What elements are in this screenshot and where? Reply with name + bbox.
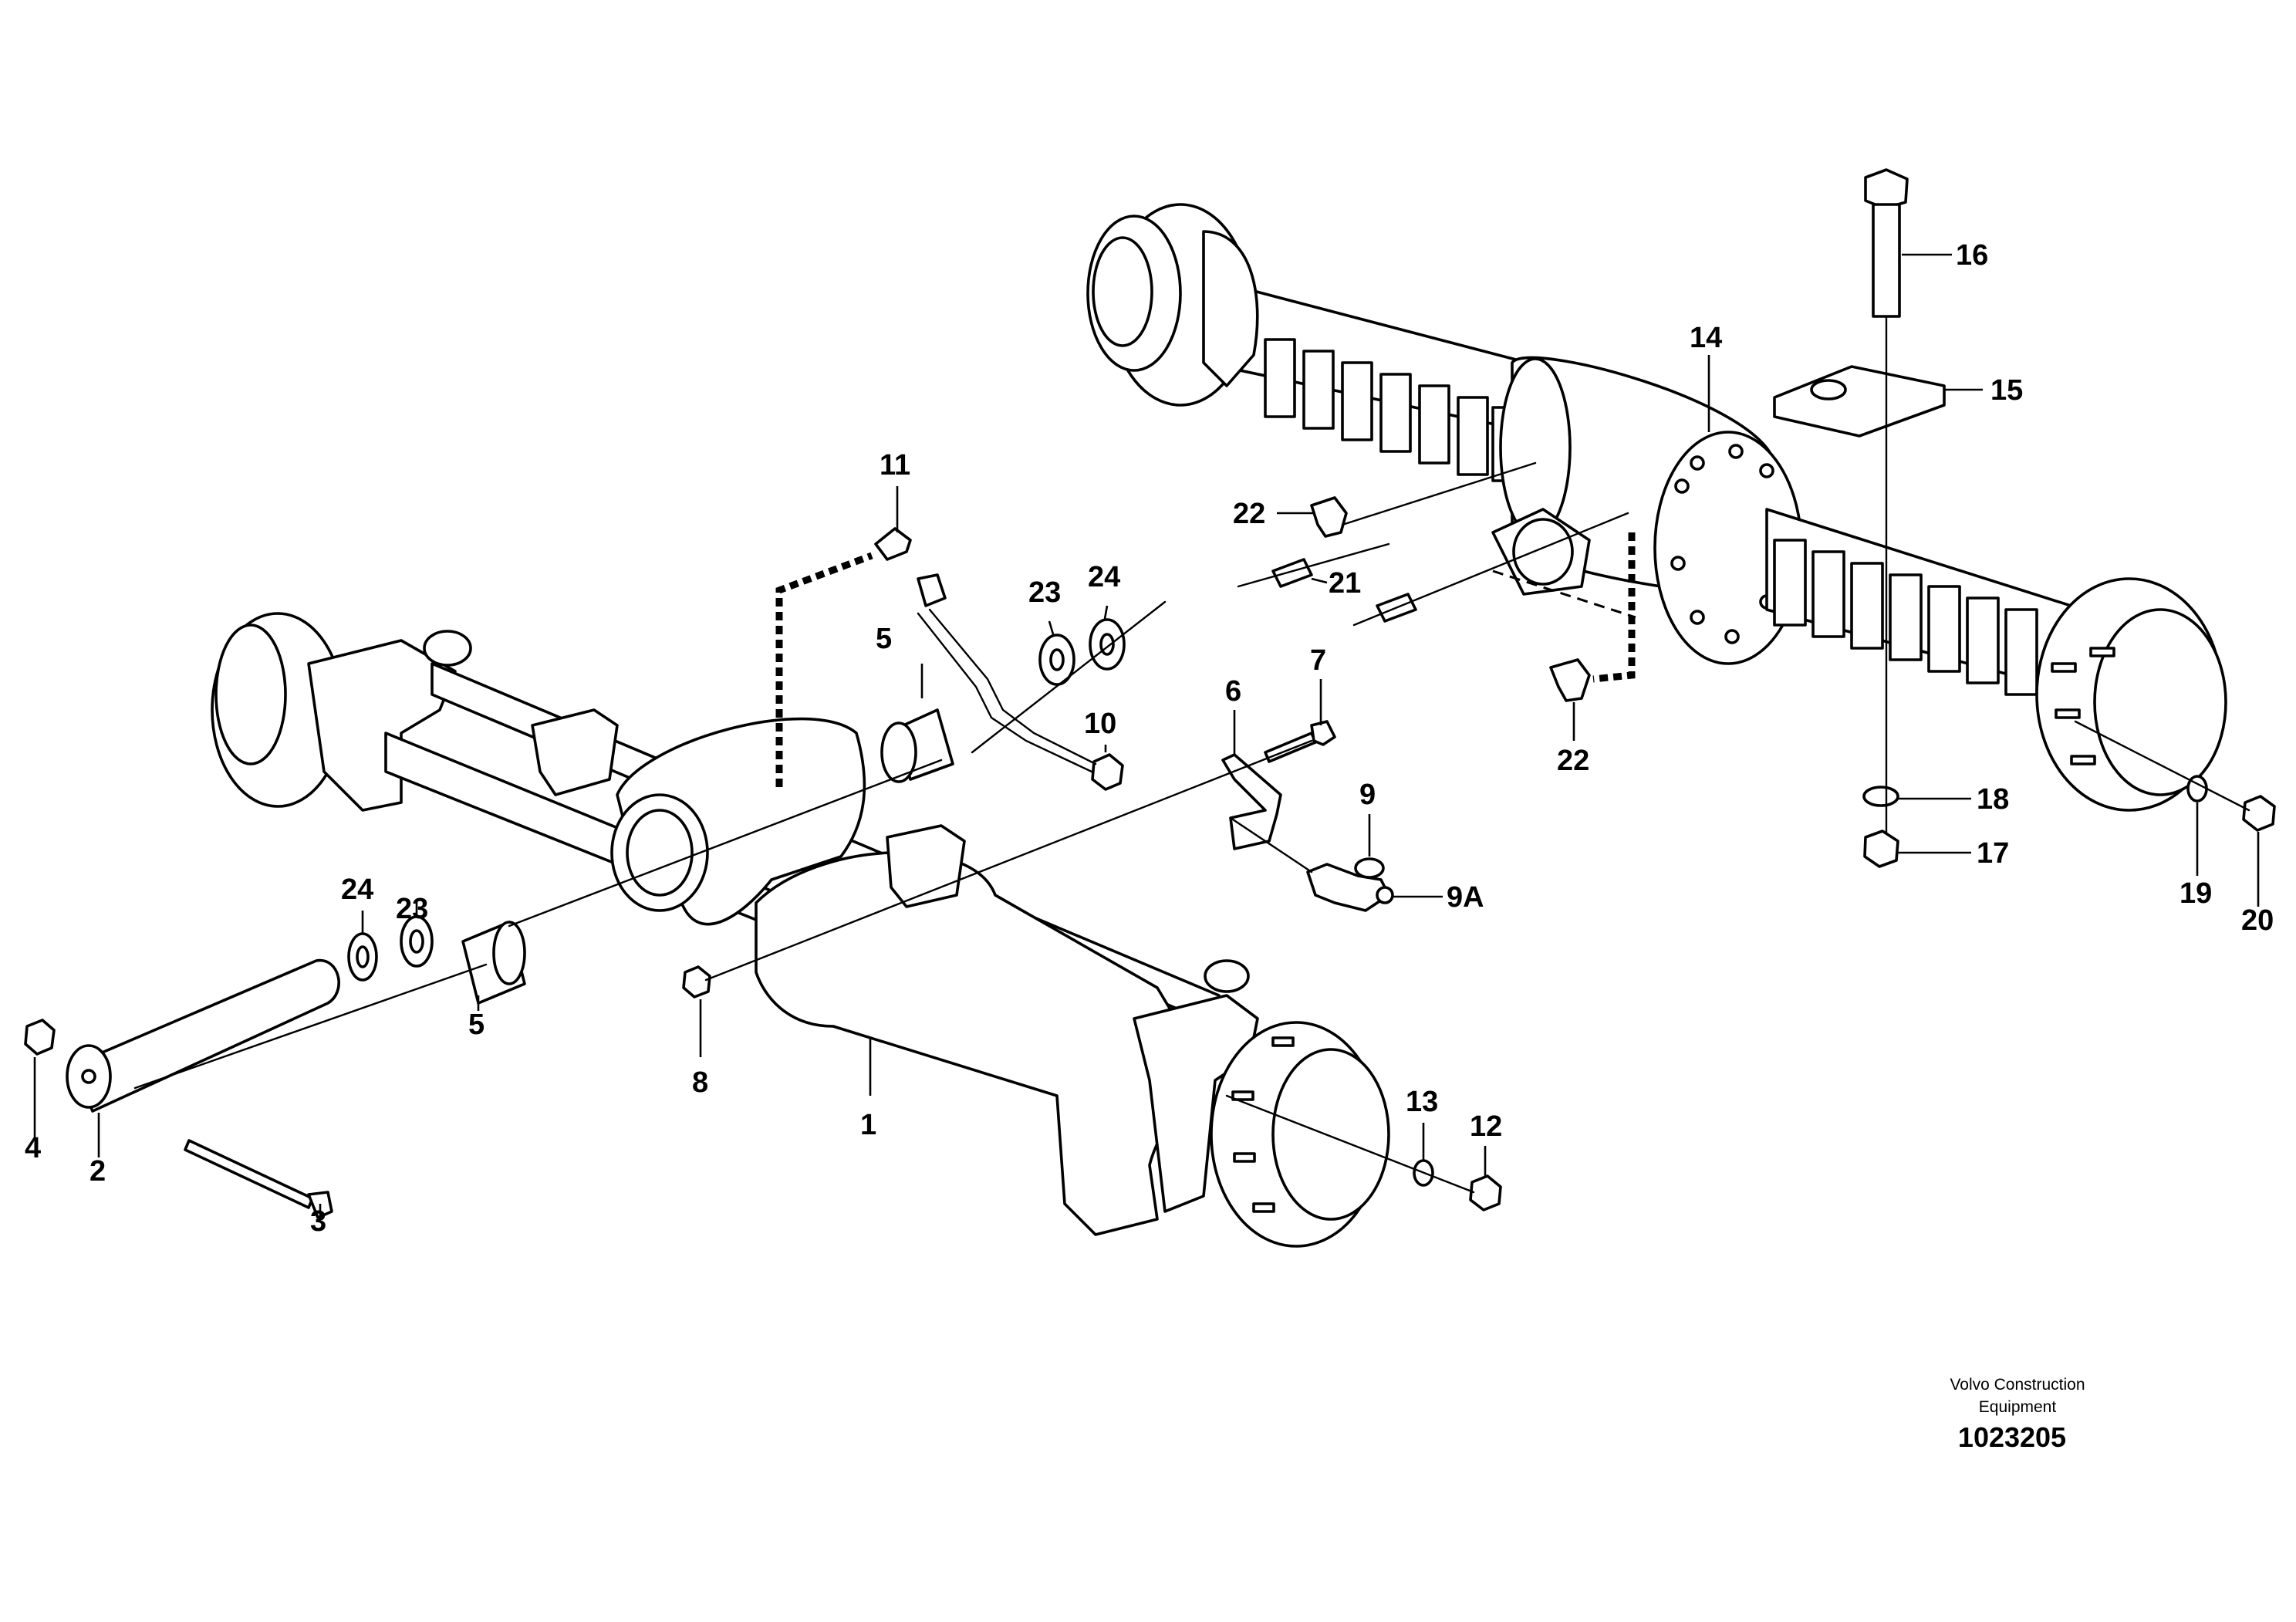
callout-9a: 9A (1447, 881, 1484, 914)
callout-5-rear: 5 (876, 623, 892, 655)
callout-23-rear: 23 (1028, 576, 1061, 609)
front-axle-beam (211, 612, 1390, 1248)
leader-lines (33, 253, 2260, 1219)
callout-14: 14 (1690, 322, 1722, 354)
sensor-valve (1306, 857, 1394, 912)
callout-16: 16 (1956, 239, 1988, 272)
bushing-rear (880, 708, 954, 783)
callout-1: 1 (860, 1109, 876, 1141)
wheel-nut-front (1469, 1174, 1502, 1211)
callout-13: 13 (1406, 1086, 1438, 1118)
callout-labels: 1 2 3 4 5 5 6 7 8 9 9A 10 11 12 13 14 15… (25, 239, 2274, 1238)
brand-line-2: Equipment (1979, 1398, 2057, 1416)
callout-17: 17 (1977, 837, 2009, 870)
bolt-u (1864, 168, 1909, 318)
bushing-front (461, 921, 526, 1005)
callout-21: 21 (1329, 567, 1361, 600)
assembly-lines (133, 315, 2250, 1194)
callout-6: 6 (1225, 675, 1241, 708)
washer-rear (1862, 786, 1899, 807)
callout-9: 9 (1359, 779, 1376, 811)
callout-15: 15 (1990, 374, 2023, 407)
callout-19: 19 (2180, 877, 2212, 910)
callout-2: 2 (89, 1155, 106, 1188)
drawing-info: Volvo Construction Equipment 1023205 (1950, 1376, 2085, 1453)
callout-23-front: 23 (396, 893, 428, 925)
callout-18: 18 (1977, 783, 2009, 816)
callout-11: 11 (880, 449, 910, 482)
callout-8: 8 (692, 1066, 708, 1099)
hose-elbow (874, 527, 1097, 773)
callout-22-lower: 22 (1557, 745, 1589, 777)
nut-hose (1091, 753, 1124, 791)
callout-5-front: 5 (468, 1009, 485, 1041)
clamp-plate (1773, 365, 1946, 438)
pivot-pin (66, 959, 340, 1113)
callout-24-rear: 24 (1088, 561, 1120, 593)
wheel-nut-rear (2242, 795, 2276, 832)
washers-front (347, 915, 434, 982)
callout-3: 3 (310, 1205, 326, 1238)
brand-line-1: Volvo Construction (1950, 1376, 2085, 1394)
bracket (1221, 753, 1282, 850)
callout-20: 20 (2241, 904, 2274, 937)
drawing-number: 1023205 (1958, 1421, 2066, 1453)
elbow-fitting-lower (1549, 658, 1591, 702)
nut-bracket (682, 965, 711, 999)
nut-pivot-pin (24, 1019, 56, 1056)
callout-7: 7 (1310, 644, 1326, 677)
callout-24-front: 24 (341, 874, 373, 906)
callout-22-upper: 22 (1233, 498, 1265, 530)
callout-12: 12 (1470, 1110, 1502, 1143)
callout-4: 4 (25, 1132, 41, 1164)
elbow-fitting-upper (1310, 496, 1348, 538)
nut-rear (1863, 830, 1899, 868)
callout-10: 10 (1084, 708, 1116, 740)
